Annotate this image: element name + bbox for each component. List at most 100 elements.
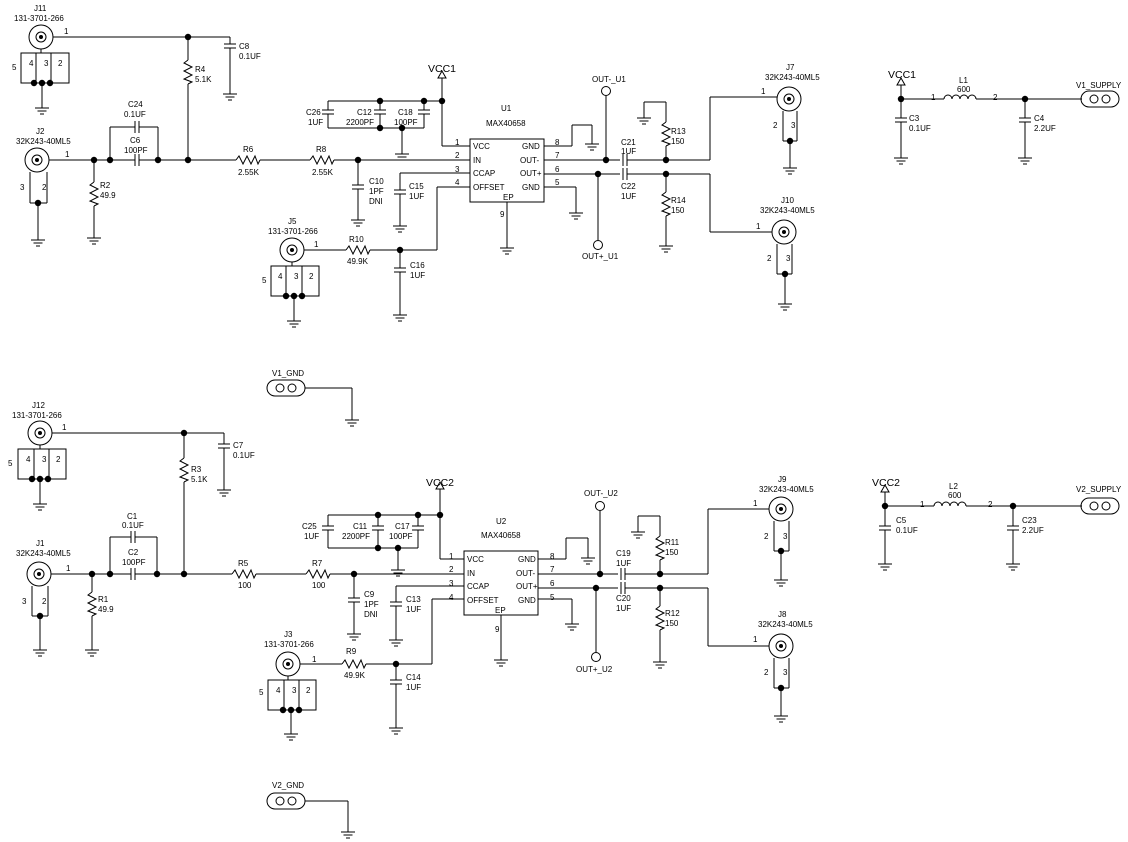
c-a-ref: C24 — [128, 100, 143, 109]
jin-pin4: 4 — [29, 59, 34, 68]
sup-term-label: V1_SUPPLY — [1076, 81, 1122, 90]
r-bias-val: 5.1K — [191, 475, 208, 484]
pin-n8: 8 — [555, 138, 560, 147]
c-bp2-ref: C11 — [353, 522, 368, 531]
jin-pin3: 3 — [42, 455, 47, 464]
c-bp2-ref: C12 — [357, 108, 372, 117]
jin-pin5: 5 — [12, 63, 17, 72]
jout1-pin3: 3 — [783, 532, 788, 541]
pin-n4: 4 — [449, 593, 454, 602]
c-bp1-ref: C25 — [302, 522, 317, 531]
jcap-pin3: 3 — [292, 686, 297, 695]
jsig-part: 32K243-40ML5 — [16, 549, 71, 558]
connector-jout1: J7 32K243-40ML5 1 2 3 — [761, 63, 820, 175]
c-b-ref: C2 — [128, 548, 139, 557]
c-b-ref: C6 — [130, 136, 141, 145]
tp-m: OUT-_U2 — [584, 489, 618, 498]
r-s2-ref: R8 — [316, 145, 327, 154]
ic-part: MAX40658 — [486, 119, 526, 128]
jcap-pin4: 4 — [276, 686, 281, 695]
pin-n3: 3 — [449, 579, 454, 588]
c-ccap-ref: C15 — [409, 182, 424, 191]
jcap-ref: J3 — [284, 630, 293, 639]
pin-ep: EP — [495, 606, 506, 615]
r-off-ref: R10 — [349, 235, 364, 244]
circuit-block-2: J12 131-3701-266 1 5 4 3 2 C7 0.1UF R — [8, 401, 1122, 839]
gnd-test-label: V1_GND — [272, 369, 304, 378]
jout2-ref: J10 — [781, 196, 794, 205]
pin-n5: 5 — [550, 593, 555, 602]
c-ccap-ref: C13 — [406, 595, 421, 604]
c-a-val: 0.1UF — [124, 110, 146, 119]
pin-gnd1: GND — [522, 142, 540, 151]
jin-pin1: 1 — [64, 27, 69, 36]
pin-gnd1: GND — [518, 555, 536, 564]
pin-in: IN — [473, 156, 481, 165]
jout2-part: 32K243-40ML5 — [758, 620, 813, 629]
c-o2-val: 1UF — [621, 192, 636, 201]
c-bp1-val: 1UF — [304, 532, 319, 541]
r-o1-ref: R13 — [671, 127, 686, 136]
jin-part: 131-3701-266 — [12, 411, 62, 420]
c-bp3-val: 100PF — [394, 118, 418, 127]
r-o2-val: 150 — [671, 206, 685, 215]
jin-pin5: 5 — [8, 459, 13, 468]
r-s2-val: 100 — [312, 581, 326, 590]
jsig-pin2: 2 — [42, 183, 47, 192]
jout1-pin2: 2 — [773, 121, 778, 130]
sup-l-val: 600 — [957, 85, 971, 94]
r-off-val: 49.9K — [347, 257, 369, 266]
c-o2-ref: C22 — [621, 182, 636, 191]
sup-vcc-label: VCC2 — [872, 477, 900, 489]
jsig-pin1: 1 — [65, 150, 70, 159]
ic-part: MAX40658 — [481, 531, 521, 540]
ic-ref: U1 — [501, 104, 512, 113]
sup-l-p1: 1 — [931, 93, 936, 102]
gnd-test-pad: V1_GND — [266, 369, 360, 427]
sup-c1-val: 0.1UF — [896, 526, 918, 535]
jcap-pin5: 5 — [262, 276, 267, 285]
pin-outm: OUT- — [516, 569, 535, 578]
pin-n4: 4 — [455, 178, 460, 187]
jout2-part: 32K243-40ML5 — [760, 206, 815, 215]
ic-ref: U2 — [496, 517, 507, 526]
pin-n2: 2 — [449, 565, 454, 574]
sup-term-label: V2_SUPPLY — [1076, 485, 1122, 494]
c-o2-val: 1UF — [616, 604, 631, 613]
supply-filter: VCC2 L2 600 1 2 C5 0.1UF C23 2.2UF V2_SU… — [872, 477, 1122, 571]
pin-n7: 7 — [555, 151, 560, 160]
c-a-ref: C1 — [127, 512, 138, 521]
sup-l-p2: 2 — [988, 500, 993, 509]
r-o2-ref: R12 — [665, 609, 680, 618]
c-b-val: 100PF — [122, 558, 146, 567]
jin-ref: J12 — [32, 401, 45, 410]
pin-outp: OUT+ — [520, 169, 542, 178]
ic-u: U1 MAX40658 VCC IN CCAP OFFSET GND OUT- … — [455, 104, 560, 255]
jout1-pin1: 1 — [761, 87, 766, 96]
jin-pin2: 2 — [58, 59, 63, 68]
jsig-part: 32K243-40ML5 — [16, 137, 71, 146]
pin-n3: 3 — [455, 165, 460, 174]
pin-ccap: CCAP — [473, 169, 495, 178]
jout2-pin1: 1 — [756, 222, 761, 231]
jout2-pin2: 2 — [764, 668, 769, 677]
jout2-pin3: 3 — [783, 668, 788, 677]
pin-n6: 6 — [555, 165, 560, 174]
r-s2-ref: R7 — [312, 559, 323, 568]
r-o1-val: 150 — [671, 137, 685, 146]
jcap-pin5: 5 — [259, 688, 264, 697]
c-top-val: 0.1UF — [233, 451, 255, 460]
jin-ref: J11 — [34, 4, 47, 13]
jsig-pin3: 3 — [20, 183, 25, 192]
connector-jcap: J5 131-3701-266 1 5 4 3 2 — [262, 217, 320, 328]
vcc-label: VCC1 — [428, 63, 456, 75]
pin-gnd2: GND — [518, 596, 536, 605]
c-top-ref: C7 — [233, 441, 244, 450]
jin-pin4: 4 — [26, 455, 31, 464]
jout1-pin3: 3 — [791, 121, 796, 130]
c-bp3-ref: C18 — [398, 108, 413, 117]
r-bias-val: 5.1K — [195, 75, 212, 84]
pin-n5: 5 — [555, 178, 560, 187]
connector-jout1: J9 32K243-40ML5 1 2 3 — [753, 475, 814, 587]
